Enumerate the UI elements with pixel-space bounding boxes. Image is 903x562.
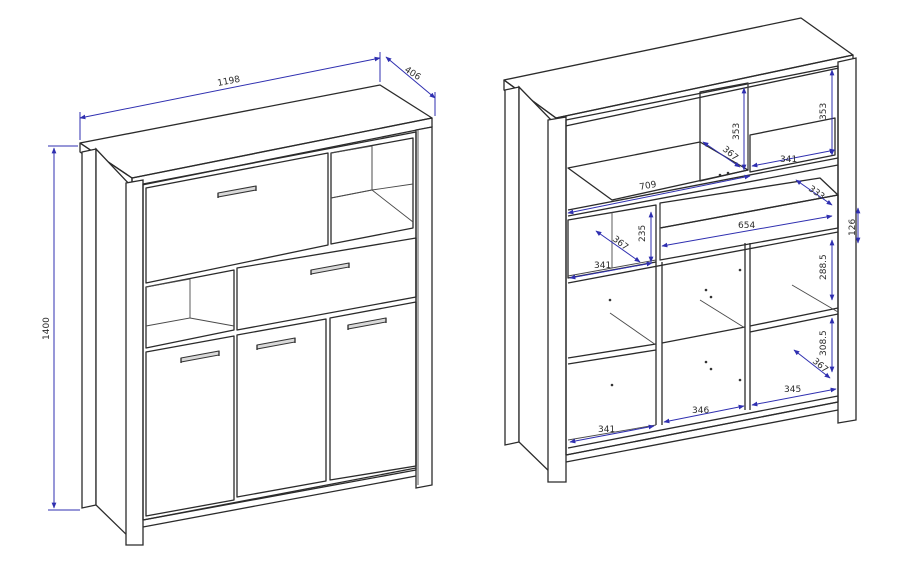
cabinet-front	[142, 131, 417, 521]
width-label: 1198	[217, 75, 242, 89]
open-right-front-leg	[837, 57, 857, 424]
dim-total-bay-width: 709	[567, 174, 751, 215]
handle-drawer	[310, 262, 350, 275]
dim-upper-left-height: 353	[732, 87, 747, 171]
dimension-depth: 406	[385, 56, 436, 116]
depth-label: 406	[402, 65, 422, 83]
left-back-leg	[81, 148, 97, 509]
door-right	[329, 301, 417, 481]
handle-door-right	[347, 317, 387, 330]
svg-text:346: 346	[692, 406, 709, 416]
middle-open-shelf	[145, 269, 235, 349]
dim-bottom-left-width: 341	[569, 424, 655, 444]
handle-door-left	[180, 350, 220, 363]
svg-text:353: 353	[819, 103, 829, 120]
door-middle	[236, 318, 327, 498]
open-left-back-leg	[504, 86, 520, 446]
svg-text:341: 341	[780, 155, 797, 165]
dim-drawer-height: 126	[848, 207, 861, 244]
dim-right-lower-width: 345	[751, 385, 837, 407]
svg-text:341: 341	[594, 261, 611, 271]
height-label: 1400	[42, 317, 52, 340]
dim-drawer-width: 654	[661, 214, 833, 248]
upper-open-shelf	[330, 137, 414, 245]
svg-text:367: 367	[810, 357, 830, 376]
dim-right-mid-height: 288.5	[819, 239, 835, 301]
cabinet-top	[79, 84, 433, 179]
upper-flap-door	[145, 152, 329, 284]
closed-cabinet-view: 1198 406 1400	[42, 52, 436, 546]
dim-left-small-depth: 367	[595, 230, 641, 263]
svg-text:367: 367	[610, 234, 630, 252]
dim-upper-right-height: 353	[819, 69, 835, 156]
svg-text:126: 126	[848, 219, 858, 236]
dim-upper-right-width: 341	[751, 148, 836, 168]
dim-right-lower-height: 308.5	[819, 317, 835, 373]
left-front-leg	[125, 179, 144, 546]
open-cabinet-view: 353 353 367 341 709 333 126 654	[503, 17, 861, 483]
svg-text:654: 654	[738, 221, 755, 231]
handle-flap	[217, 185, 257, 198]
door-left	[145, 335, 235, 517]
svg-text:235: 235	[638, 225, 648, 242]
svg-text:353: 353	[732, 123, 742, 140]
dim-left-small-height: 235	[638, 211, 654, 263]
dim-left-small-width: 341	[569, 261, 653, 280]
open-cabinet-top	[503, 17, 854, 119]
svg-text:308.5: 308.5	[819, 330, 829, 356]
svg-text:709: 709	[639, 180, 658, 193]
dimension-width: 1198	[79, 52, 381, 140]
handle-door-middle	[256, 337, 296, 350]
svg-text:341: 341	[598, 425, 615, 435]
shelf-pin-holes	[608, 171, 742, 387]
middle-drawer	[236, 237, 417, 331]
open-left-front-leg	[547, 116, 567, 483]
svg-text:345: 345	[784, 385, 801, 395]
dimension-height: 1400	[42, 145, 80, 511]
dim-upper-depth: 367	[702, 141, 741, 168]
dim-bottom-mid-width: 346	[663, 404, 745, 424]
svg-text:288.5: 288.5	[819, 254, 829, 280]
